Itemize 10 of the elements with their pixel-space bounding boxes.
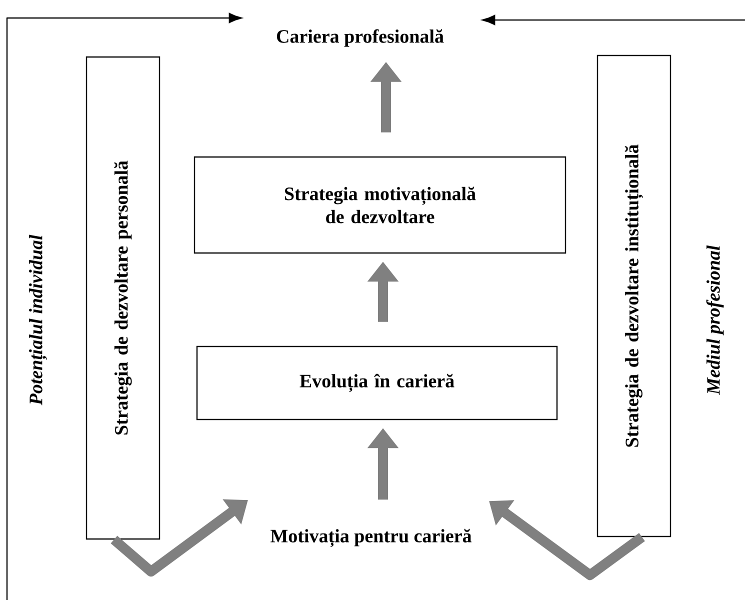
vertical-label: Potențialul individual: [29, 234, 48, 406]
vertical-box: Strategia de dezvoltare instituțională: [596, 54, 672, 538]
vertical-label: Mediul profesional: [706, 245, 724, 395]
arrow: [482, 14, 745, 26]
vertical-box: Strategia de dezvoltare personală: [86, 56, 160, 540]
text-label: Cariera profesională: [276, 29, 444, 47]
arrow: [6, 12, 242, 600]
process-box: Evoluția în carieră: [196, 346, 558, 420]
process-box: Strategia motivațională de dezvoltare: [194, 156, 566, 254]
text-label: Motivația pentru carieră: [270, 528, 472, 548]
